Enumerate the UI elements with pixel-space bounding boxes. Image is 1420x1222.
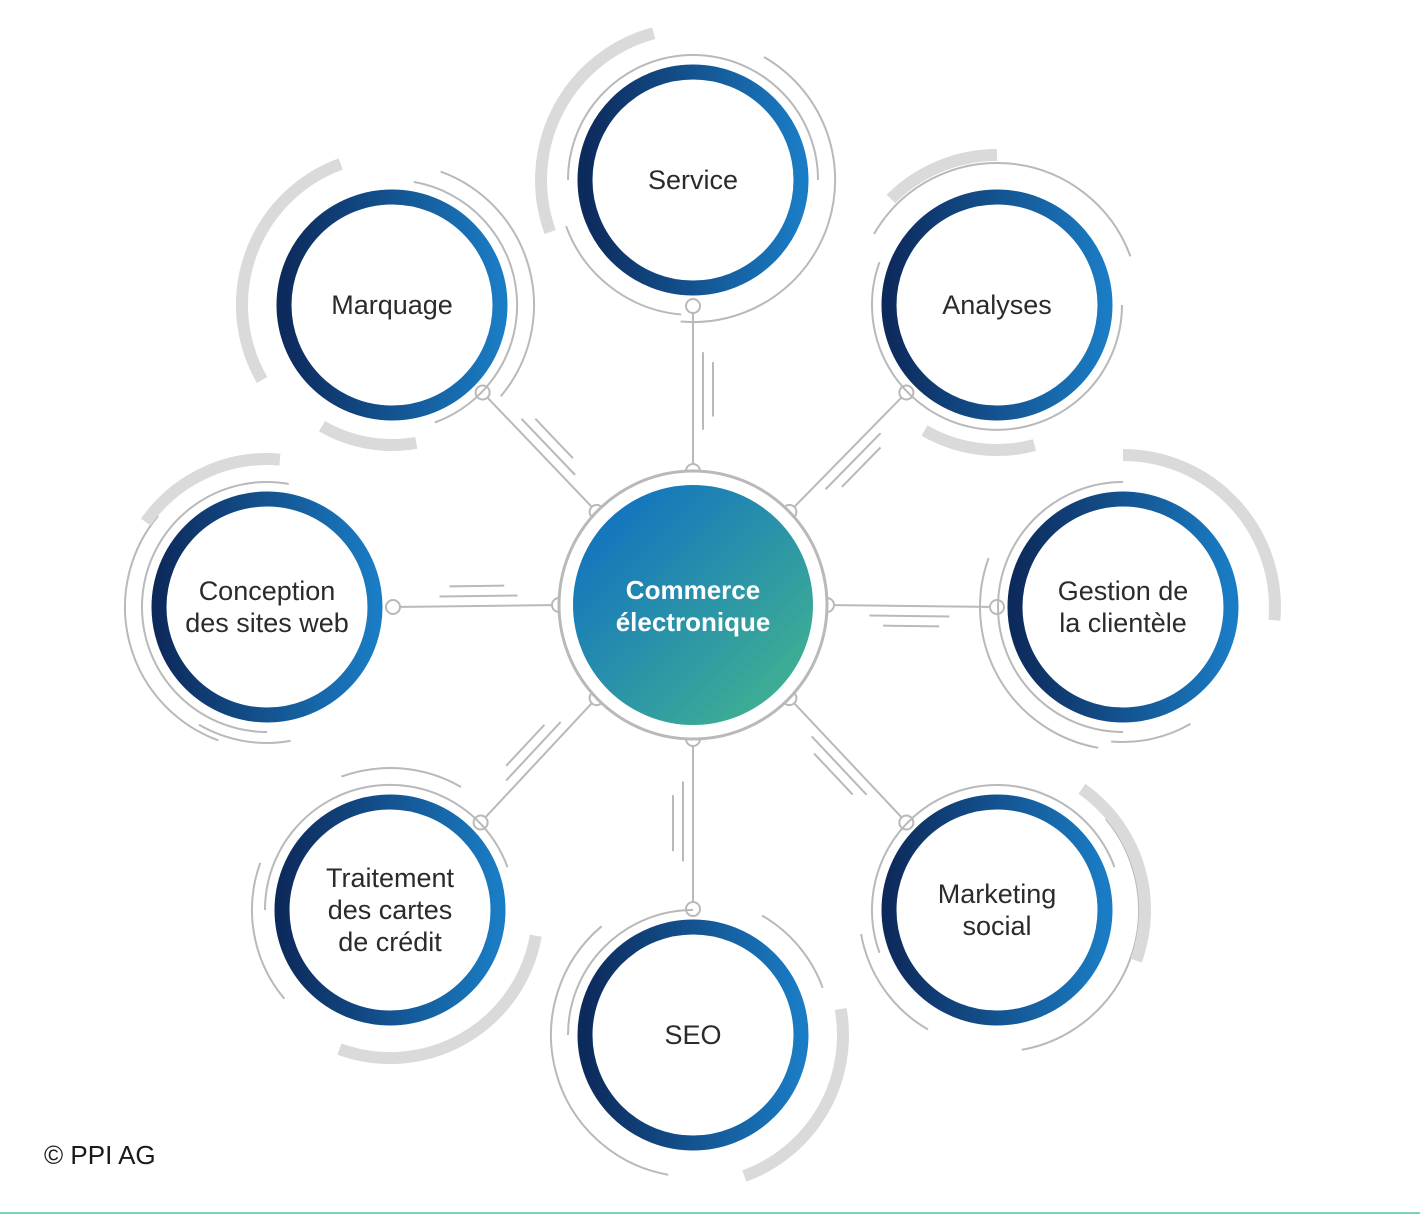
arc-segment: [535, 27, 656, 235]
arc-segment: [141, 481, 289, 733]
connector-gestion: [819, 597, 1005, 628]
center-label: Commerce: [626, 575, 760, 605]
arc-segment: [979, 557, 1099, 749]
arc-segment: [921, 425, 1037, 457]
arc-segment: [318, 420, 418, 451]
arc-segment: [1111, 723, 1192, 743]
node-label-service: Service: [648, 165, 738, 195]
arc-segment: [871, 261, 1123, 431]
node-label-marketing: Marketing: [938, 879, 1057, 909]
arc-segment: [250, 862, 286, 1000]
connector-dot: [898, 384, 915, 401]
connector-seo: [672, 731, 701, 917]
arc-segment: [413, 180, 519, 424]
node-label-traitement: Traitement: [326, 863, 455, 893]
arcs-traitement: [250, 767, 542, 1065]
arc-segment: [860, 933, 929, 1031]
node-label-analyses: Analyses: [942, 290, 1052, 320]
node-marquage: Marquage: [276, 189, 508, 421]
arc-segment: [565, 225, 682, 316]
arcs-marquage: [235, 158, 536, 451]
node-label-gestion: la clientèle: [1059, 608, 1187, 638]
arc-segment: [886, 148, 998, 204]
connector-traitement: [472, 690, 605, 831]
center-label: électronique: [616, 607, 771, 637]
arc-segment: [440, 170, 536, 397]
arc-segment: [567, 54, 819, 181]
center-disc: [573, 485, 813, 725]
arc-segment: [550, 925, 669, 1176]
node-ring: [274, 794, 506, 1026]
bottom-divider: [0, 1212, 1420, 1214]
arc-segment: [337, 934, 542, 1065]
arcs-service: [535, 27, 837, 324]
connector-marquage: [474, 384, 605, 520]
arc-segment: [1122, 449, 1281, 621]
node-label-marketing: social: [962, 911, 1031, 941]
node-analyses: Analyses: [881, 189, 1113, 421]
arc-segment: [123, 515, 219, 742]
arcs-conception: [123, 453, 291, 744]
connector-analyses: [781, 384, 915, 520]
arc-segment: [341, 767, 462, 788]
connector-dot: [685, 298, 701, 314]
node-service: Service: [577, 64, 809, 296]
arc-segment: [1078, 783, 1151, 963]
arcs-gestion: [979, 449, 1281, 749]
arc-segment: [1021, 818, 1141, 1051]
node-ring: [1007, 491, 1239, 723]
connector-service: [685, 298, 714, 479]
copyright-text: © PPI AG: [44, 1140, 156, 1170]
arcs-seo: [550, 909, 849, 1182]
arc-segment: [235, 158, 343, 383]
node-label-marquage: Marquage: [331, 290, 453, 320]
decorative-arcs: [123, 27, 1281, 1182]
arc-segment: [567, 909, 694, 1036]
node-ring: [276, 189, 508, 421]
node-label-traitement: des cartes: [328, 895, 453, 925]
arc-segment: [997, 481, 1124, 733]
arc-segment: [761, 914, 824, 989]
arc-segment: [873, 162, 1132, 257]
node-label-conception: Conception: [199, 576, 336, 606]
connector-marketing: [781, 690, 915, 831]
node-label-conception: des sites web: [185, 608, 349, 638]
arcs-marketing: [860, 783, 1151, 1051]
arc-segment: [140, 453, 281, 526]
connector-conception: [385, 584, 567, 615]
node-ring: [577, 919, 809, 1151]
arc-segment: [742, 1007, 849, 1182]
arc-segment: [680, 56, 837, 324]
node-label-traitement: de crédit: [338, 927, 442, 957]
node-ring: [881, 794, 1113, 1026]
connector-dot: [385, 599, 401, 615]
node-label-gestion: Gestion de: [1058, 576, 1189, 606]
node-ring: [577, 64, 809, 296]
arcs-analyses: [871, 148, 1132, 457]
node-ring: [151, 491, 383, 723]
node-ring: [881, 189, 1113, 421]
arc-segment: [870, 783, 1116, 954]
arc-segment: [198, 723, 291, 744]
node-seo: SEO: [577, 919, 809, 1151]
arc-segment: [264, 783, 509, 911]
node-label-seo: SEO: [664, 1020, 721, 1050]
